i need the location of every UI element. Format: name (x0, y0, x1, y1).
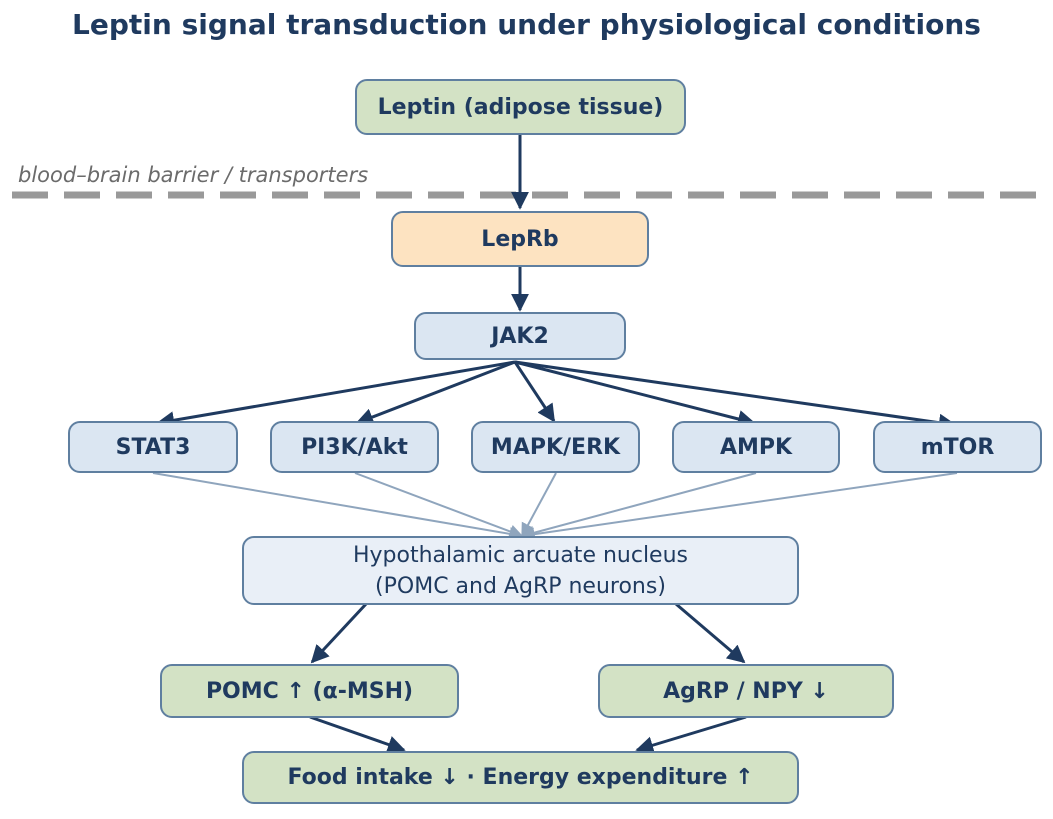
edge-jak2-ampk (514, 360, 756, 428)
node-outcome-label: Food intake ↓ · Energy expenditure ↑ (287, 765, 754, 790)
node-arcuate-line1: Hypothalamic arcuate nucleus (352, 542, 689, 568)
node-leprb-label: LepRb (481, 226, 559, 252)
node-stat3: STAT3 (68, 421, 238, 473)
node-pi3k-akt-label: PI3K/Akt (301, 434, 408, 460)
node-ampk: AMPK (672, 421, 840, 473)
node-jak2-label: JAK2 (491, 323, 549, 349)
edge-jak2-stat3 (156, 360, 516, 430)
node-mapk-erk: MAPK/ERK (471, 421, 640, 473)
node-pi3k-akt: PI3K/Akt (270, 421, 439, 473)
node-agrp-npy-label: AgRP / NPY ↓ (663, 678, 829, 704)
edge-jak2-pi3k (355, 360, 516, 426)
node-stat3-label: STAT3 (115, 434, 191, 460)
edge-agrp-outcome (635, 715, 747, 754)
node-arcuate-line2: (POMC and AgRP neurons) (375, 573, 666, 599)
node-mapk-erk-label: MAPK/ERK (490, 434, 621, 460)
node-leptin-label: Leptin (adipose tissue) (377, 94, 664, 120)
node-arcuate-nucleus: Hypothalamic arcuate nucleus (POMC and A… (242, 536, 799, 605)
node-mtor: mTOR (873, 421, 1042, 473)
node-pomc: POMC ↑ (α-MSH) (160, 664, 459, 718)
node-leprb: LepRb (391, 211, 649, 267)
diagram-title: Leptin signal transduction under physiol… (72, 8, 981, 41)
node-jak2: JAK2 (414, 312, 626, 360)
node-ampk-label: AMPK (719, 434, 793, 460)
edge-jak2-mapk (513, 361, 556, 423)
barrier-label: blood–brain barrier / transporters (18, 163, 369, 187)
edge-ampk-arcuate (520, 472, 757, 540)
edge-arcuate-pomc (310, 602, 368, 664)
node-outcome: Food intake ↓ · Energy expenditure ↑ (242, 751, 799, 804)
edge-pi3k-arcuate (354, 472, 524, 539)
edge-mtor-arcuate (520, 472, 958, 542)
edge-pomc-outcome (309, 715, 406, 754)
edge-stat3-arcuate (152, 472, 524, 541)
node-pomc-label: POMC ↑ (α-MSH) (205, 678, 414, 704)
edge-mapk-arcuate (521, 472, 557, 538)
edge-arcuate-agrp (675, 602, 746, 664)
node-agrp-npy: AgRP / NPY ↓ (598, 664, 894, 718)
node-mtor-label: mTOR (920, 434, 995, 460)
edge-jak2-mtor (514, 360, 957, 432)
node-leptin: Leptin (adipose tissue) (355, 79, 686, 135)
